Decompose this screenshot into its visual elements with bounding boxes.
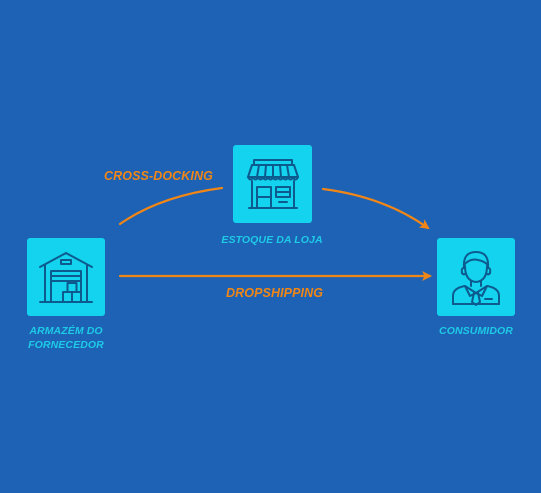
consumer-node bbox=[437, 238, 515, 316]
consumer-person-icon bbox=[452, 251, 500, 306]
dropshipping-label: DROPSHIPPING bbox=[226, 286, 324, 300]
store-label: ESTOQUE DA LOJA bbox=[221, 234, 323, 246]
cross-docking-left-arc bbox=[118, 186, 224, 226]
warehouse-label-line-1: ARMAZÉM DO bbox=[29, 325, 103, 337]
warehouse-icon bbox=[39, 252, 93, 303]
storefront-icon bbox=[246, 159, 299, 209]
consumer-label: CONSUMIDOR bbox=[439, 325, 513, 337]
warehouse-label-line-2: FORNECEDOR bbox=[28, 339, 104, 351]
cross-docking-label: CROSS-DOCKING bbox=[104, 169, 213, 183]
cross-docking-right-arc bbox=[321, 187, 430, 230]
warehouse-node bbox=[27, 238, 105, 316]
warehouse-label: ARMAZÉM DO FORNECEDOR bbox=[16, 324, 116, 352]
store-node bbox=[233, 145, 312, 223]
